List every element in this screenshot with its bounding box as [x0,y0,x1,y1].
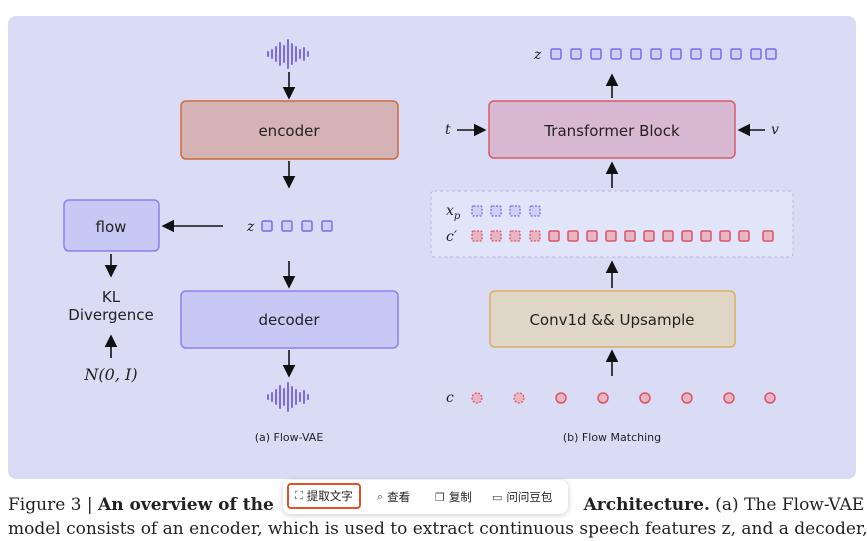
z-label-left: z [246,219,255,235]
conv-label: Conv1d && Upsample [529,311,694,329]
encoder-label: encoder [258,122,320,140]
z-label-right: z [533,47,542,63]
caption-flow-vae: (a) Flow-VAE [255,431,324,444]
transformer-block-box [488,100,736,159]
decoder-label: decoder [258,311,320,329]
caption-line-1: Figure 3 | An overview of the Architectu… [8,495,865,515]
view-button[interactable]: ⌕ 查看 [377,490,411,504]
decoder-box [180,290,399,349]
kl-label-1: KL [102,288,121,306]
condition-tokens [548,230,774,242]
kl-label-2: Divergence [68,306,153,324]
magnifier-icon: ⌕ [377,490,384,503]
figure-caption: Figure 3 | An overview of the Architectu… [8,493,867,541]
latent-tokens-right [550,48,777,60]
semantic-tokens-masked [471,392,525,404]
copy-icon: ❐ [435,490,445,504]
selection-toolbar: ⛶ 提取文字 ⌕ 查看 ❐ 复制 ▭ 问问豆包 [283,480,568,514]
t-label: t [445,122,451,138]
conv-upsample-box [489,290,736,348]
cprime-label: c′ [446,229,458,245]
caption-line-2: model consists of an encoder, which is u… [8,519,867,539]
chat-bubble-icon: ▭ [492,490,503,504]
xp-label: xp [446,203,461,222]
normal-dist-label: N(0, I) [83,365,137,384]
scan-text-icon: ⛶ [295,489,303,502]
condition-tokens-masked [471,230,541,242]
semantic-tokens [555,392,776,404]
waveform-icon [267,382,309,412]
caption-flow-matching: (b) Flow Matching [563,431,661,444]
copy-button[interactable]: ❐ 复制 [435,490,472,504]
transformer-label: Transformer Block [543,122,680,140]
encoder-box [180,100,399,160]
prompt-tokens [471,205,541,217]
flow-box [63,199,160,252]
latent-tokens-left [261,220,333,232]
c-label: c [446,390,454,406]
extract-text-button[interactable]: ⛶ 提取文字 [287,483,361,509]
ask-doubao-button[interactable]: ▭ 问问豆包 [492,490,553,504]
waveform-icon [267,39,309,69]
flow-label: flow [96,218,127,236]
v-label: v [771,122,779,138]
input-token-group [430,190,794,258]
